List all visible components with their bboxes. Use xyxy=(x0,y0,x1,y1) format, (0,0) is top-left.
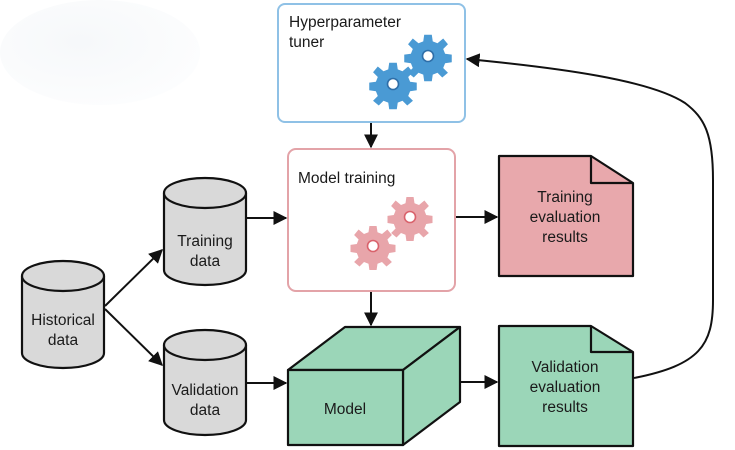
watermark xyxy=(0,0,200,105)
training-results-node: Training evaluation results xyxy=(497,154,635,278)
validation-results-line2: evaluation xyxy=(530,379,601,396)
validation-data-label-line1: Validation xyxy=(172,382,239,399)
historical-data-node: Historical data xyxy=(20,259,106,370)
training-results-line1: Training xyxy=(537,189,592,206)
training-results-line3: results xyxy=(542,229,588,246)
model-training-node: Model training xyxy=(287,148,456,292)
historical-label-line1: Historical xyxy=(31,312,95,329)
validation-data-label-line2: data xyxy=(190,402,221,419)
gear-icon xyxy=(387,196,433,242)
model-label: Model xyxy=(324,401,366,418)
validation-results-line1: Validation xyxy=(532,359,599,376)
tuner-label-line1: Hyperparameter xyxy=(289,14,401,31)
gear-icon xyxy=(404,34,452,82)
model-node: Model xyxy=(286,325,462,447)
edge-historical-to-validation-data xyxy=(104,308,163,366)
training-data-node: Training data xyxy=(162,176,248,287)
training-data-label-line2: data xyxy=(190,253,221,270)
hyperparameter-tuner-node: Hyperparameter tuner xyxy=(277,3,466,123)
edge-historical-to-training-data xyxy=(104,249,163,307)
tuner-label-line2: tuner xyxy=(289,34,324,51)
validation-data-node: Validation data xyxy=(162,328,248,437)
gear-icon xyxy=(369,62,417,110)
historical-label-line2: data xyxy=(48,332,79,349)
training-results-line2: evaluation xyxy=(530,209,601,226)
gear-icon xyxy=(350,225,396,271)
edge-validation-results-to-tuner xyxy=(465,53,714,379)
training-data-label-line1: Training xyxy=(177,233,232,250)
validation-results-line3: results xyxy=(542,399,588,416)
validation-results-node: Validation evaluation results xyxy=(497,324,635,448)
training-label: Model training xyxy=(298,170,395,187)
